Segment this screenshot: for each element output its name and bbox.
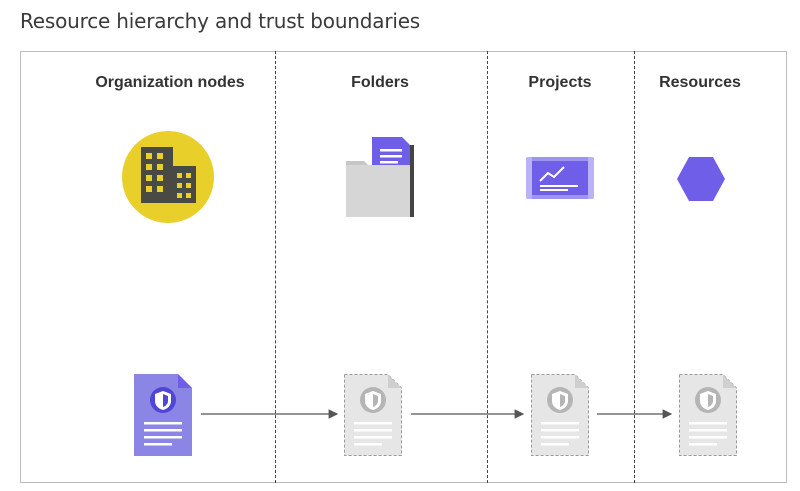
hexagon-icon: [677, 155, 725, 203]
page-title: Resource hierarchy and trust boundaries: [20, 9, 421, 33]
column-header-resources: Resources: [659, 74, 741, 91]
column-divider-folders-projects: [487, 51, 488, 483]
column-header-organization-nodes: Organization nodes: [95, 74, 245, 91]
column-header-projects: Projects: [528, 74, 592, 91]
column-header-folders: Folders: [351, 74, 409, 91]
diagram-frame: [20, 51, 787, 483]
resources-inherited-policy-document-icon: [679, 374, 737, 456]
folders-inherited-policy-document-icon: [344, 374, 402, 456]
project-blueprint-icon: [526, 155, 594, 201]
building-icon: [122, 131, 214, 223]
column-divider-org-folders: [275, 51, 276, 483]
folder-icon: [344, 137, 418, 221]
column-divider-projects-resources: [634, 51, 635, 483]
projects-inherited-policy-document-icon: [531, 374, 589, 456]
org-policy-document-icon: [134, 374, 192, 456]
